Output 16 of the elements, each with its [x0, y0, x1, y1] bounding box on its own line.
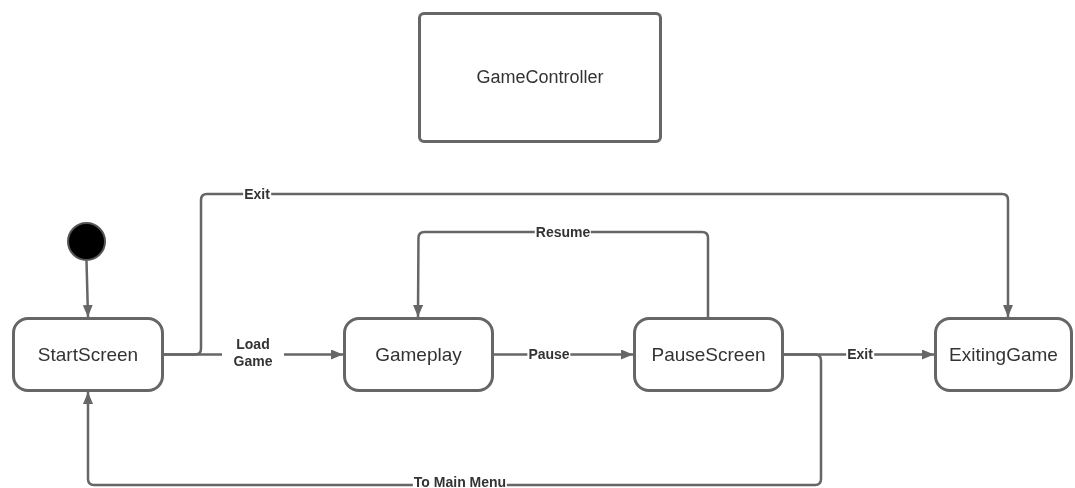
state-box [12, 317, 164, 392]
state-name: Gameplay [375, 343, 462, 366]
state-name: PauseScreen [651, 343, 766, 366]
edge-label: To Main Menu [412, 473, 508, 488]
state-name: GameController [476, 67, 604, 88]
state-box [633, 317, 784, 392]
transition-arrow [164, 192, 1013, 356]
state-name: StartScreen [37, 343, 139, 366]
transition-arrow [83, 353, 823, 487]
state-box [418, 12, 662, 143]
initial-state-dot [67, 222, 106, 261]
state-name: ExitingGame [949, 343, 1058, 366]
state-box [934, 317, 1073, 392]
state-box [343, 317, 494, 392]
transition-arrow [413, 230, 710, 317]
transition-arrow [82, 260, 93, 318]
